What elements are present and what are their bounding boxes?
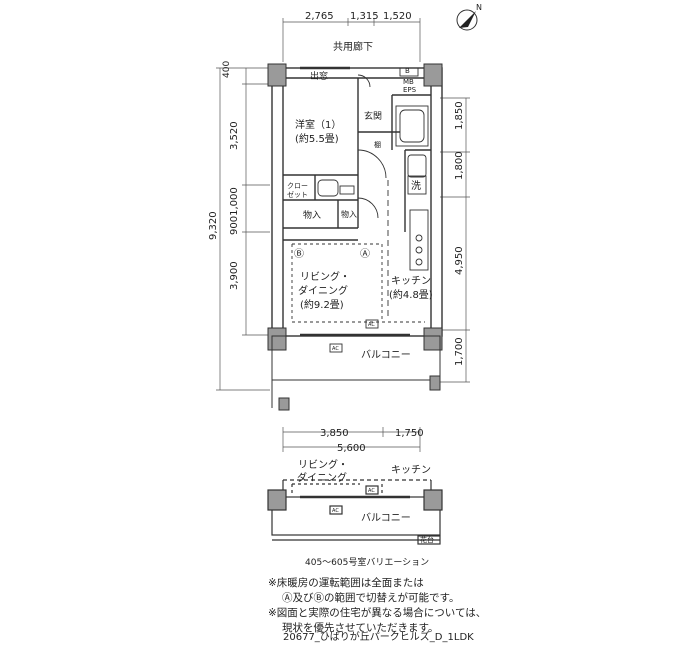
ac-label-2: AC — [332, 346, 339, 352]
kitchen-label: キッチン — [391, 275, 431, 287]
dim-left-3: 9001,000 — [229, 187, 240, 235]
variation-living-1: リビング・ — [298, 458, 348, 471]
mb-label: MB — [403, 78, 414, 86]
dim-left-4: 3,900 — [229, 261, 240, 290]
dim-top-2: 1,315 — [350, 11, 379, 22]
living-area: (約9.2畳) — [300, 298, 344, 311]
note-4: 現状を優先させていただきます。 — [282, 622, 439, 634]
dim-right-2: 1,800 — [454, 151, 465, 180]
note-2: Ⓐ及びⒷの範囲で切替えが可能です。 — [282, 592, 460, 604]
living-label-2: ダイニング — [298, 284, 348, 297]
shelf-label: 棚 — [374, 140, 381, 149]
compass: N — [456, 3, 482, 31]
zone-a-mark: Ⓐ — [360, 248, 370, 260]
dim-bottom-1: 3,850 — [320, 428, 349, 439]
variation-ac-2: AC — [332, 508, 339, 514]
ac-label-1: AC — [368, 322, 375, 328]
eps-label: EPS — [403, 86, 417, 94]
variation-living-2: ダイニング — [297, 471, 347, 484]
dim-bottom-2: 1,750 — [395, 428, 424, 439]
note-3: ※図面と実際の住宅が異なる場合については、 — [268, 607, 487, 619]
wash-label: 洗 — [411, 180, 421, 192]
dim-right-3: 4,950 — [454, 246, 465, 275]
dim-right-1: 1,850 — [454, 101, 465, 130]
closet-label-2: ゼット — [287, 190, 308, 199]
ac-box-main — [365, 319, 379, 329]
variation-plan — [267, 479, 443, 545]
notes: ※床暖房の運転範囲は全面または Ⓐ及びⒷの範囲で切替えが可能です。 ※図面と実際… — [268, 576, 688, 636]
storage-small-label: 物入 — [341, 209, 357, 219]
storage-label: 物入 — [303, 209, 321, 221]
kitchen-area: (約4.8畳) — [389, 288, 433, 301]
compass-north-label: N — [476, 3, 482, 12]
living-label-1: リビング・ — [300, 270, 350, 283]
dim-top-3: 1,520 — [383, 11, 412, 22]
variation-flower-label: 花台 — [420, 535, 434, 544]
dim-left-2: 3,520 — [229, 121, 240, 150]
balcony — [271, 335, 441, 411]
dim-right-4: 1,700 — [454, 337, 465, 366]
dim-left-1: 400 — [222, 61, 232, 78]
zone-b-mark: Ⓑ — [294, 248, 304, 260]
variation-ac-1: AC — [368, 488, 375, 494]
note-1: ※床暖房の運転範囲は全面または — [268, 577, 424, 589]
variation-caption: 405〜605号室バリエーション — [305, 556, 429, 568]
closet-label-1: クロー — [287, 182, 308, 190]
footer-code: 20677_ひばりが丘パークヒルズ_D_1LDK — [283, 632, 474, 643]
window-label: 出窓 — [310, 70, 328, 82]
dim-top-1: 2,765 — [305, 11, 334, 22]
fixtures — [291, 66, 429, 353]
western-room-area: (約5.5畳) — [295, 132, 339, 145]
pillars — [267, 63, 443, 351]
variation-kitchen: キッチン — [391, 464, 431, 476]
western-room-label: 洋室（1） — [295, 118, 341, 131]
dim-left-total: 9,320 — [208, 211, 219, 240]
dimension-lines — [216, 18, 470, 452]
ac-box-balcony — [329, 343, 343, 353]
corridor-label: 共用廊下 — [333, 40, 373, 53]
walls — [271, 67, 443, 337]
entrance-label: 玄関 — [364, 110, 382, 122]
b-mark: B — [405, 67, 410, 75]
washer-box — [407, 175, 427, 195]
balcony-label: バルコニー — [361, 349, 411, 361]
variation-balcony: バルコニー — [361, 512, 411, 524]
dim-bottom-total: 5,600 — [337, 443, 366, 454]
